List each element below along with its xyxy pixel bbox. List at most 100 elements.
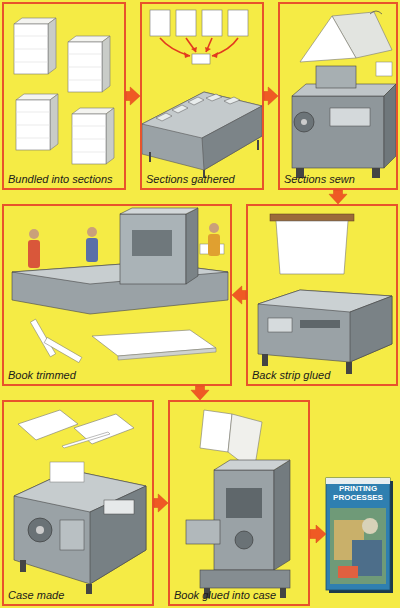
step-caption: Back strip glued [252,369,392,382]
step-panel: Case made [2,400,154,606]
trimmed-pages-part [30,319,55,357]
folded-section-part [370,11,382,14]
step-caption: Book glued into case [174,589,304,602]
trimmed-pages-part [44,337,82,362]
trimmed-pages-part [118,348,216,360]
flow-arrow [310,525,326,543]
casing-in-machine-part [235,531,253,549]
step-caption: Case made [8,589,148,602]
gathering-machine-part-part [206,94,222,101]
gluing-machine [258,290,392,374]
gathering-machine-part [257,140,259,150]
gathering-machine-part-part [172,105,188,113]
flow-arrow [264,87,278,105]
gathered-sheets [150,10,248,64]
step-panel: Sections sewn [278,2,398,190]
case-making-machine-part [50,462,84,482]
paper-stacks [14,18,114,164]
sewing-machine-part [372,168,380,178]
folded-section [300,11,392,62]
case-making-machine-part [36,526,44,534]
flow-arrow [191,386,209,400]
trimming-machine-part [132,230,172,256]
casing-in-machine-part [226,488,262,518]
gathering-machine-part-part [224,97,240,104]
book-case-part [200,410,232,452]
sewing-machine-part [330,108,370,126]
casing-in-machine [186,460,290,598]
gathered-sheets-part [228,10,248,36]
gathering-machine-part [142,92,262,170]
gathered-sheets-part-part [206,38,212,52]
case-making-machine-part [90,486,146,584]
flow-arrow [232,286,246,304]
sewing-machine-part [301,119,307,125]
back-strip [270,214,354,274]
book-cover-art-part [326,478,390,484]
book-cover: PRINTING PROCESSES [326,478,390,590]
case-making-machine-part [20,560,26,572]
gathering-machine-part-part [156,113,172,121]
gathered-sheets-part [160,38,238,56]
gathered-sheets-part [192,54,210,64]
text-group: Bundled into sections [8,173,120,186]
paper-stacks-part [14,18,56,74]
operators-part [209,223,219,233]
trimming-machine-part [120,214,186,284]
step-panel: Sections gathered [140,2,264,190]
step-caption: Book trimmed [8,369,226,382]
casing-in-machine-part [186,520,220,544]
gluing-machine-part [300,320,340,328]
text-group: Back strip glued [252,369,392,382]
gluing-machine-part [346,362,352,374]
book-title: PRINTING PROCESSES [330,484,386,502]
gluing-machine-part [262,354,268,366]
step-panel: Book trimmed [2,204,232,386]
casing-in-machine-part [214,460,290,470]
casing-in-machine-part [200,570,290,588]
step-panel: Bundled into sections [2,2,126,190]
operators-part [28,240,40,268]
sewing-machine-part [384,84,396,168]
case-boards-part [18,410,78,440]
gathered-sheets-part [150,10,170,36]
casing-in-machine-part [274,460,290,570]
case-making-machine [14,462,146,594]
gluing-machine-part [350,296,392,362]
gathering-machine-part [202,106,262,170]
text-group: Case made [8,589,148,602]
text-group: Book trimmed [8,369,226,382]
gathered-sheets-part [184,47,218,58]
case-making-machine-part [104,500,134,514]
gluing-machine-part [258,290,392,362]
operators [28,223,220,268]
sewing-machine [292,62,396,178]
trimming-machine-part [120,208,198,214]
book-cover-art-part [338,566,358,578]
sewing-machine-part [294,112,314,132]
flow-arrow [126,87,140,105]
casing-in-machine-part [214,470,274,570]
flow-arrow [154,494,168,512]
case-making-machine-part [28,518,52,542]
gathering-machine-part-part [188,97,204,105]
book-cover-art-part [326,478,390,590]
text-group: Sections sewn [284,173,392,186]
operators-part [29,229,39,239]
case-boards-part [62,432,110,448]
gathered-sheets-part-part [205,47,211,52]
back-strip-part [270,214,354,221]
gathered-sheets-part-part [191,47,197,52]
sewing-machine-part [376,62,392,76]
paper-stacks-part [68,36,110,92]
case-making-machine-part [86,584,92,594]
gluing-machine-part [268,318,292,332]
trimming-machine-part [186,208,198,284]
case-making-machine-part [14,470,146,584]
trimming-machine [12,208,228,314]
trimmed-pages [30,319,216,362]
book-cover-art-part [330,508,386,584]
